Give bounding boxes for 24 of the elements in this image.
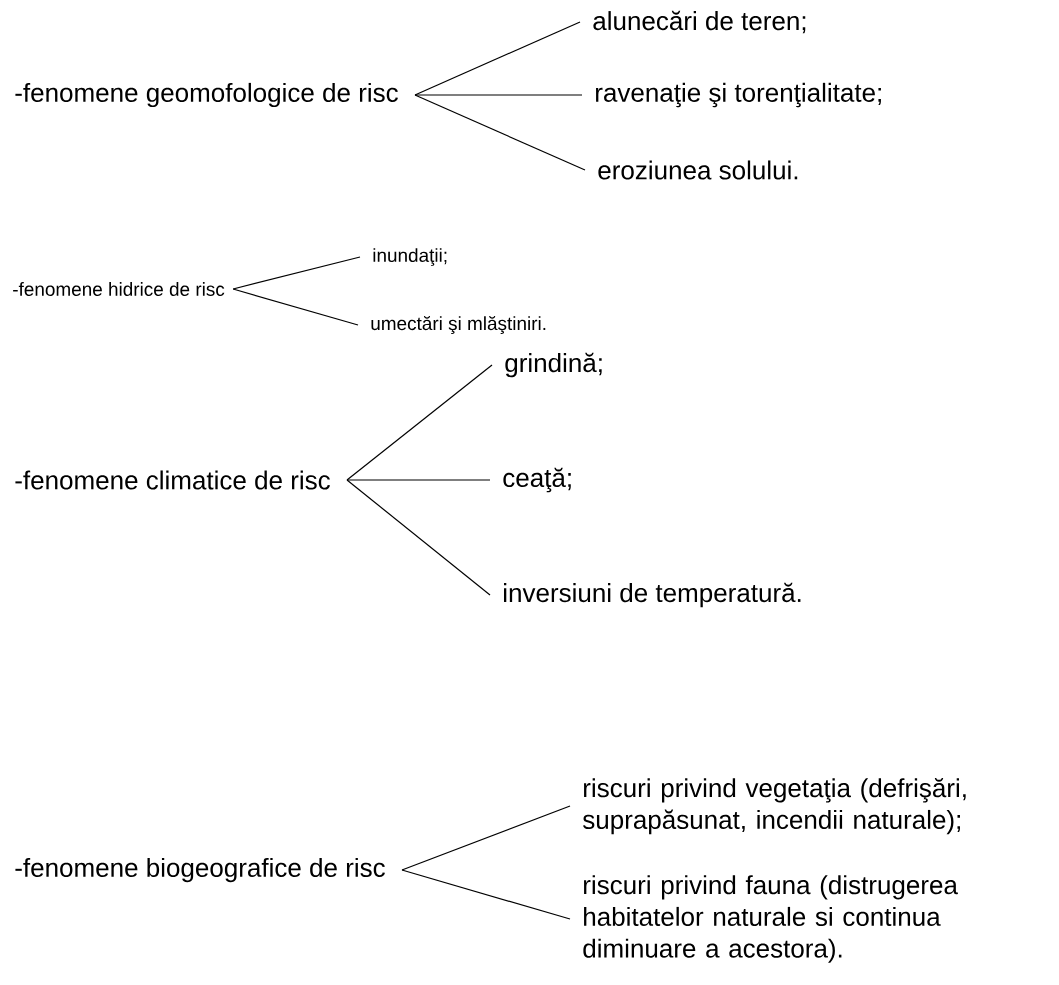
item-label: grindină; <box>505 352 602 378</box>
connector-line <box>414 94 586 171</box>
item-label: riscuri privind fauna (distrugerea habitatelor naturale si continua diminuare a acestora). <box>583 875 958 963</box>
item-label: inundaţii; <box>373 248 447 266</box>
item-label: eroziunea solului. <box>598 160 798 180</box>
connector-line <box>346 364 493 481</box>
item-label: alunecări de teren; <box>593 10 806 34</box>
category-label: -fenomene geomofologice de risc <box>15 82 398 108</box>
item-label: ravenaţie şi torenţialitate; <box>596 82 881 108</box>
category-label: -fenomene climatice de risc <box>15 470 330 490</box>
connector-line <box>346 479 491 481</box>
item-label: umectări şi mlăştiniri. <box>371 316 546 334</box>
connector-line <box>401 869 571 920</box>
item-label: riscuri privind vegetaţia (defrişări, suprapăsunat, incendii naturale); <box>583 777 966 835</box>
category-label: -fenomene biogeografice de risc <box>15 857 385 883</box>
connector-line <box>232 256 361 290</box>
connector-line <box>401 805 571 871</box>
connector-line <box>232 288 359 326</box>
item-label: ceaţă; <box>503 467 571 493</box>
category-label: -fenomene hidrice de risc <box>13 282 225 296</box>
connector-line <box>414 21 581 96</box>
connector-line <box>346 479 491 596</box>
item-label: inversiuni de temperatură. <box>504 582 801 608</box>
connector-line <box>414 94 583 96</box>
